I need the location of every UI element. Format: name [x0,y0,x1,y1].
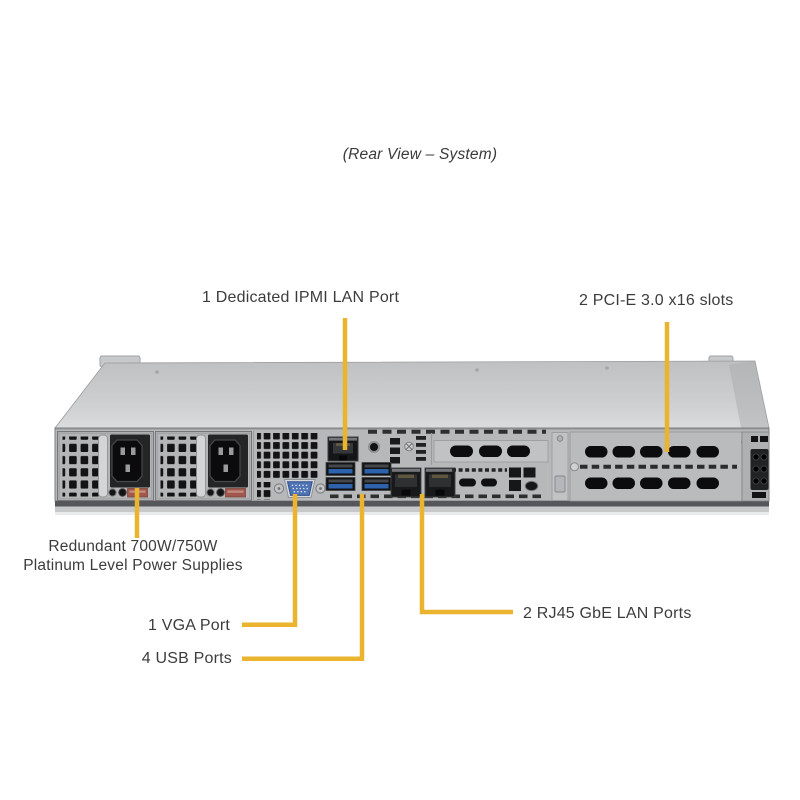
chassis-top-face [54,360,770,429]
callout-line-lan [419,494,513,615]
callout-lines [134,318,670,662]
uid-button [368,441,380,453]
rear-io-details [390,433,433,465]
label-vga-port: 1 VGA Port [147,617,230,634]
label-power-supplies: Redundant 700W/750W Platinum Level Power… [16,538,250,575]
label-ipmi-lan-port: 1 Dedicated IPMI LAN Port [202,289,400,306]
pcie-slots [569,431,752,502]
chassis-side-face [729,361,769,428]
vga-port [273,479,326,498]
rear-connector-block [741,431,770,502]
riser-slot-area [433,432,569,501]
server-chassis [54,355,770,515]
chassis-bottom-rail [55,501,769,507]
label-pcie-slots: 2 PCI-E 3.0 x16 slots [579,292,734,309]
label-usb-ports: 4 USB Ports [141,650,232,667]
label-power-supplies-line2: Platinum Level Power Supplies [23,556,243,574]
callout-line-vga [242,494,298,628]
psu-module-2 [154,430,253,502]
diagram-title: (Rear View – System) [342,146,498,163]
label-lan-ports: 2 RJ45 GbE LAN Ports [523,605,692,622]
callout-line-usb [242,494,365,662]
io-vent-grid [257,433,319,500]
label-power-supplies-line1: Redundant 700W/750W [48,538,218,555]
